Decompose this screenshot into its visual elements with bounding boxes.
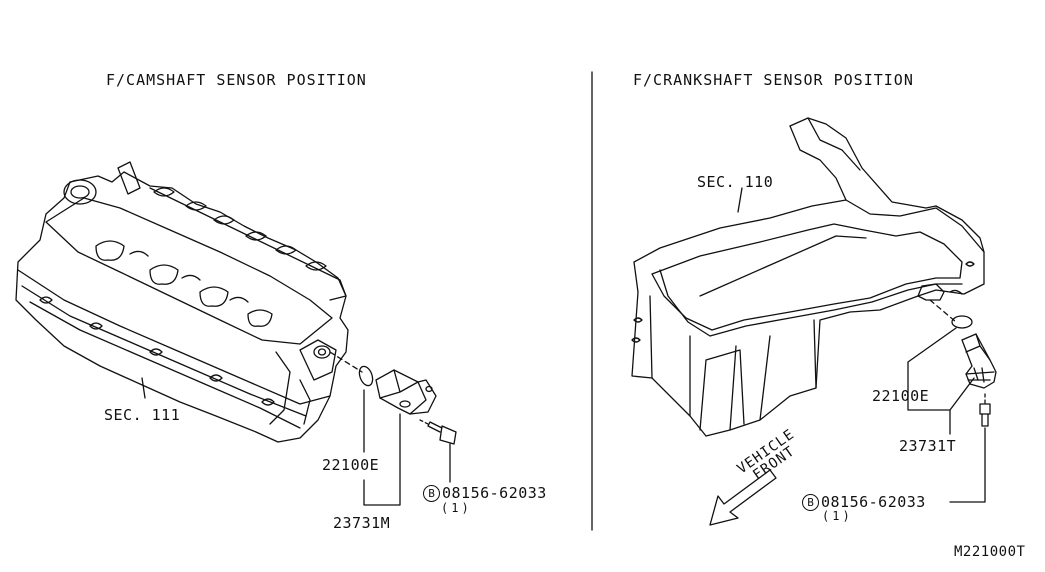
crank-bolt-code: B 08156-62033 — [802, 494, 926, 511]
crank-o-ring — [951, 315, 973, 329]
bolt-symbol-icon: B — [802, 494, 819, 511]
oil-pan-drawing — [631, 117, 985, 437]
bolt-symbol-icon: B — [423, 485, 440, 502]
cam-bolt-part: 08156-62033 — [442, 484, 547, 502]
crank-o-ring-part: 22100E — [872, 387, 930, 405]
cam-o-ring-part: 22100E — [322, 456, 380, 474]
cam-sensor-drawing — [375, 369, 437, 415]
sec111-leader — [141, 377, 146, 399]
cam-sensor-part: 23731M — [333, 514, 391, 532]
crank-panel-title: F/CRANKSHAFT SENSOR POSITION — [633, 71, 914, 89]
sec110-leader — [737, 187, 743, 213]
cam-sensor-axis — [329, 351, 363, 373]
crank-bolt-drawing — [979, 393, 991, 427]
cylinder-head-drawing — [15, 161, 349, 443]
crank-o-ring-leader — [907, 327, 975, 411]
crank-sensor-drawing — [961, 333, 997, 389]
figure-code: M221000T — [954, 544, 1026, 560]
crank-sensor-axis — [929, 299, 957, 323]
vehicle-front-arrow — [709, 469, 777, 526]
crank-sensor-part: 23731T — [899, 437, 957, 455]
cam-sensor-leader — [363, 413, 401, 506]
cam-bolt-qty: (1) — [441, 501, 472, 515]
cam-bolt-drawing — [419, 419, 457, 445]
cam-bolt-code: B 08156-62033 — [423, 485, 547, 502]
cam-section-ref: SEC. 111 — [104, 406, 181, 424]
crank-bolt-leader — [949, 427, 986, 503]
cam-panel-title: F/CAMSHAFT SENSOR POSITION — [106, 71, 367, 89]
cam-o-ring — [358, 365, 374, 387]
crank-section-ref: SEC. 110 — [697, 173, 774, 191]
crank-bolt-part: 08156-62033 — [821, 493, 926, 511]
crank-bolt-qty: (1) — [822, 509, 853, 523]
